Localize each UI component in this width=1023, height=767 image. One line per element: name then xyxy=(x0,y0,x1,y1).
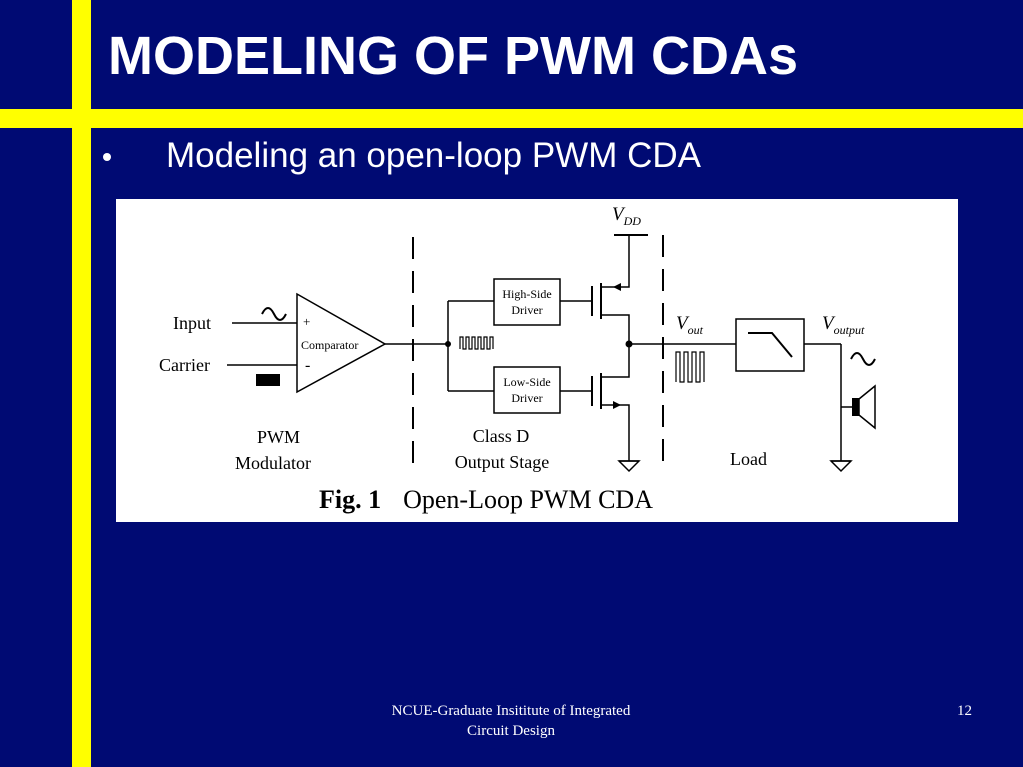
high-side-driver-label: Driver xyxy=(511,303,542,317)
comparator-plus: + xyxy=(303,314,310,329)
modulator-label: Modulator xyxy=(235,453,311,473)
high-side-driver xyxy=(493,278,561,326)
lowpass-symbol-icon xyxy=(748,332,793,358)
bullet-text: Modeling an open-loop PWM CDA xyxy=(166,136,701,175)
horizontal-accent-bar xyxy=(0,109,1023,128)
input-label: Input xyxy=(173,313,211,333)
ls-arrow-icon xyxy=(613,401,621,409)
page-number: 12 xyxy=(957,703,972,719)
load-ground-icon xyxy=(829,460,853,473)
filter-box xyxy=(735,318,805,372)
classd-label: Class D xyxy=(473,426,530,446)
figure-caption: Fig. 1 Open-Loop PWM CDA xyxy=(319,485,653,514)
footer-institute: NCUE-Graduate Insititute of Integrated C… xyxy=(361,701,661,741)
comparator-label: Comparator xyxy=(301,338,358,352)
hs-arrow-icon xyxy=(613,283,621,291)
slide-title: MODELING OF PWM CDAs xyxy=(108,26,798,86)
comparator-minus: - xyxy=(305,357,310,374)
footer-line-1: NCUE-Graduate Insititute of Integrated xyxy=(391,703,631,719)
speaker-icon xyxy=(852,398,859,416)
comparator-symbol xyxy=(296,292,387,394)
input-sine-icon xyxy=(261,307,287,321)
vertical-accent-bar xyxy=(72,0,91,767)
footer-line-2: Circuit Design xyxy=(467,723,555,739)
caption-bold: Fig. 1 xyxy=(319,485,381,514)
voutput-label: Voutput xyxy=(822,313,865,337)
circuit-figure: Input Carrier + - Comparator PWM Modulat… xyxy=(116,199,958,522)
ls-drain xyxy=(601,344,630,378)
carrier-label: Carrier xyxy=(159,355,210,375)
circuit-diagram: Input Carrier + - Comparator PWM Modulat… xyxy=(159,204,876,514)
vout-label: Vout xyxy=(676,313,704,337)
pwm-signal-icon xyxy=(459,336,494,350)
caption-text: Open-Loop PWM CDA xyxy=(403,485,653,514)
low-side-driver-label: Driver xyxy=(511,391,542,405)
speaker-cone xyxy=(858,384,876,430)
pwm-label: PWM xyxy=(257,427,300,447)
low-side-label: Low-Side xyxy=(503,375,550,389)
hs-source xyxy=(601,314,630,344)
output-sine-icon xyxy=(850,352,876,366)
output-stage-label: Output Stage xyxy=(455,452,550,472)
vout-waveform-icon xyxy=(675,351,705,383)
high-side-label: High-Side xyxy=(502,287,551,301)
vdd-label: VDD xyxy=(612,204,641,228)
bullet-dot-icon xyxy=(103,153,111,161)
carrier-waveform-icon xyxy=(256,374,280,386)
ls-source xyxy=(601,404,630,457)
hs-drain xyxy=(601,269,630,288)
low-side-driver xyxy=(493,366,561,414)
load-label: Load xyxy=(730,449,767,469)
ground-icon xyxy=(617,460,641,473)
